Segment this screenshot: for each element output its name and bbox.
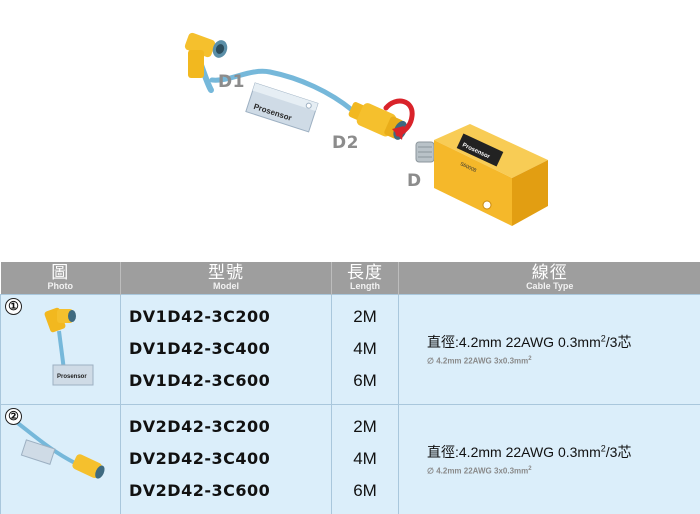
length-value: 4M <box>353 339 377 358</box>
label-d: D <box>407 171 422 191</box>
straight-cable-photo <box>13 418 105 479</box>
header-model-sub: Model <box>213 281 239 292</box>
length-cell-1: 2M 4M 6M <box>331 293 399 405</box>
model-number: DV1D42-3C200 <box>129 307 271 326</box>
cable-cell-2: 直徑:4.2mm 22AWG 0.3mm2/3芯 ∅ 4.2mm 22AWG 3… <box>398 403 700 514</box>
length-value: 2M <box>353 307 377 326</box>
header-cable-sub: Cable Type <box>526 281 574 292</box>
header-photo-main: 圖 <box>51 263 70 283</box>
model-cell-1: DV1D42-3C200 DV1D42-3C400 DV1D42-3C600 <box>120 293 332 405</box>
header-cable-type: 線徑 Cable Type <box>398 262 700 294</box>
right-angle-cable-photo: Prosensor <box>44 307 94 385</box>
header-length: 長度 Length <box>331 262 399 294</box>
row-number-badge: ② <box>5 407 22 425</box>
header-model: 型號 Model <box>120 262 332 294</box>
model-number: DV1D42-3C400 <box>129 339 271 358</box>
cable-spec-english: ∅ 4.2mm 22AWG 3x0.3mm2 <box>427 356 532 366</box>
length-cell-2: 2M 4M 6M <box>331 403 399 514</box>
sensor-assembly-image: Prosensor Prosensor S60008 <box>184 32 548 226</box>
header-length-sub: Length <box>350 281 380 292</box>
table-row: ② DV2D42-3C200 DV2D42-3C400 DV2D42-3C600… <box>0 403 700 514</box>
product-illustration: Prosensor Prosensor S60008 <box>184 32 548 226</box>
model-number: DV2D42-3C600 <box>129 481 271 500</box>
cable-spec-chinese: 直徑:4.2mm 22AWG 0.3mm2/3芯 <box>427 443 632 461</box>
header-photo-sub: Photo <box>47 281 74 292</box>
model-number: DV1D42-3C600 <box>129 371 271 390</box>
cable-cell-1: 直徑:4.2mm 22AWG 0.3mm2/3芯 ∅ 4.2mm 22AWG 3… <box>398 293 700 405</box>
model-number: DV2D42-3C400 <box>129 449 271 468</box>
label-d2: D2 <box>332 133 359 153</box>
table-row: Prosensor ① DV1D42-3C200 DV1D42-3C400 DV… <box>0 293 700 405</box>
model-number: DV2D42-3C200 <box>129 417 271 436</box>
row-number-badge: ① <box>5 297 22 315</box>
header-model-main: 型號 <box>208 263 244 283</box>
header-cable-main: 線徑 <box>531 263 568 283</box>
length-value: 6M <box>353 481 377 500</box>
header-length-main: 長度 <box>347 263 383 283</box>
header-photo: 圖 Photo <box>0 262 121 294</box>
photo-cell-2: ② <box>0 403 121 514</box>
table-header-row: 圖 Photo 型號 Model 長度 Length 線徑 Cable Type <box>0 262 700 294</box>
length-value: 4M <box>353 449 377 468</box>
cable-spec-chinese: 直徑:4.2mm 22AWG 0.3mm2/3芯 <box>427 333 632 351</box>
cable-spec-table: 圖 Photo 型號 Model 長度 Length 線徑 Cable Type <box>0 262 700 514</box>
length-value: 6M <box>353 371 377 390</box>
length-value: 2M <box>353 417 377 436</box>
model-cell-2: DV2D42-3C200 DV2D42-3C400 DV2D42-3C600 <box>120 403 332 514</box>
label-d1: D1 <box>218 72 245 92</box>
photo-cell-1: Prosensor ① <box>0 293 121 405</box>
cable-spec-english: ∅ 4.2mm 22AWG 3x0.3mm2 <box>427 466 532 476</box>
svg-text:Prosensor: Prosensor <box>57 374 87 380</box>
